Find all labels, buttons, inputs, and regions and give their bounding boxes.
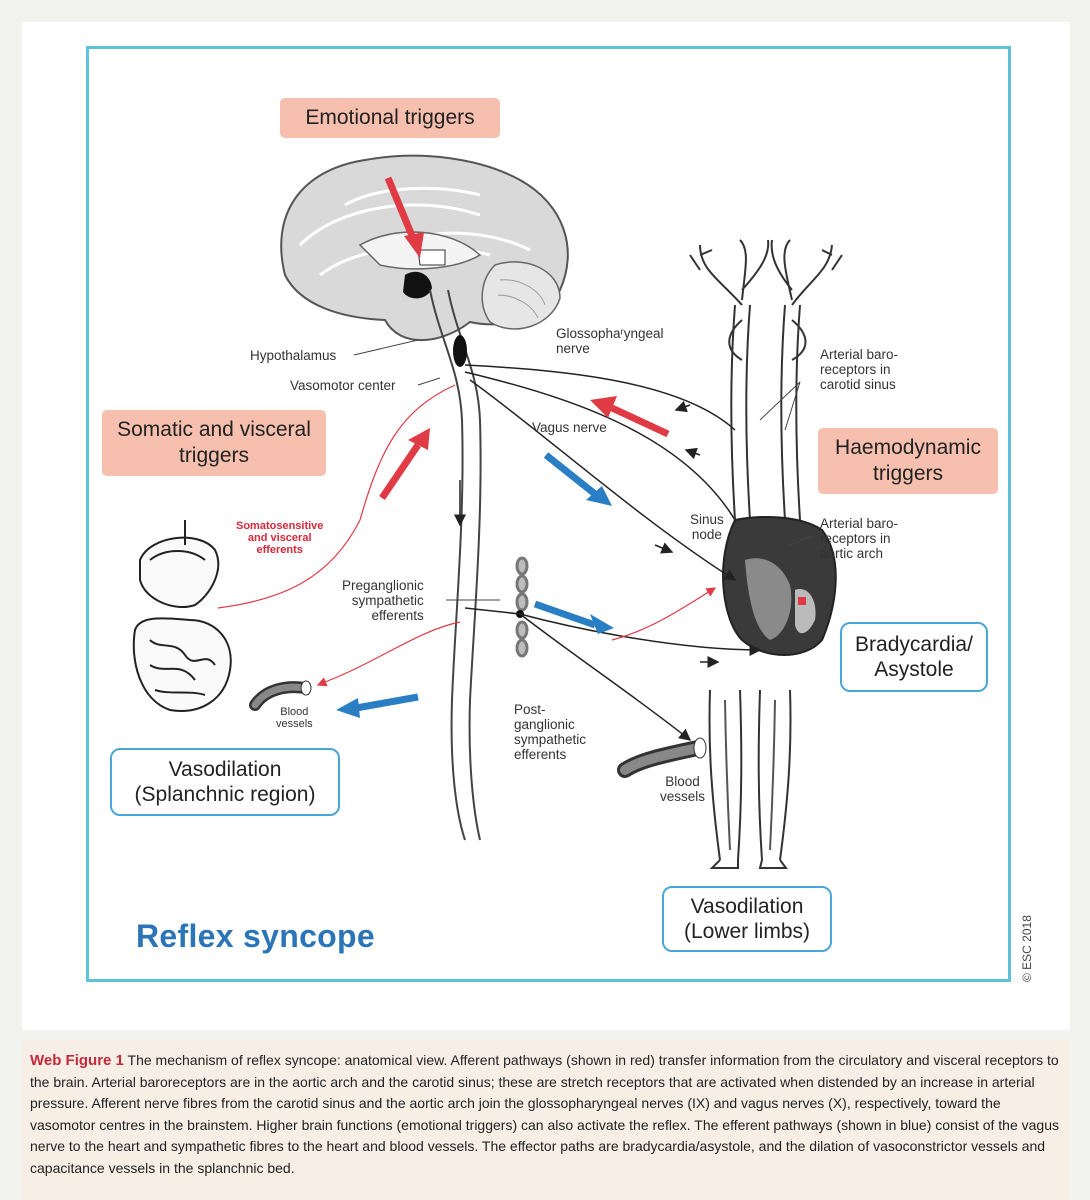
vagus-efferent-arrow: [546, 455, 612, 506]
vagus-nerve-label: Vagus nerve: [532, 420, 607, 435]
emotional-triggers-label: Emotional triggers: [305, 105, 474, 131]
figure-caption: Web Figure 1 The mechanism of reflex syn…: [30, 1050, 1060, 1179]
vasodilation-splanchnic-label: Vasodilation (Splanchnic region): [135, 757, 316, 807]
haemodynamic-triggers-box: Haemodynamic triggers: [818, 428, 998, 494]
emotional-triggers-box: Emotional triggers: [280, 98, 500, 138]
blood-vessel-left: [255, 681, 311, 705]
sympathetic-chain: [516, 558, 527, 656]
blood-vessel-right: [625, 738, 706, 770]
somatic-triggers-box: Somatic and visceral triggers: [102, 410, 326, 476]
somatic-afferent-arrow: [382, 428, 430, 498]
blood-vessels-left-label: Blood vessels: [276, 706, 313, 730]
vasodilation-lower-label: Vasodilation (Lower limbs): [684, 894, 810, 944]
hypothalamus-label: Hypothalamus: [250, 348, 336, 363]
bradycardia-label: Bradycardia/ Asystole: [855, 632, 973, 682]
legs-illustration: [709, 690, 790, 868]
arterial-carotid-label: Arterial baro- receptors in carotid sinu…: [820, 347, 898, 392]
glossopharyngeal-label: Glossophaʳyngeal nerve: [556, 326, 664, 356]
sympathetic-heart-efferent-arrow: [535, 604, 614, 634]
heart-illustration: [723, 517, 836, 655]
bradycardia-box: Bradycardia/ Asystole: [840, 622, 988, 692]
sinus-node-label: Sinus node: [690, 512, 724, 542]
digestive-organs-illustration: [134, 520, 231, 711]
spinal-cord: [430, 290, 481, 840]
anatomy-illustration: [0, 0, 1090, 1040]
postganglionic-label: Post- ganglionic sympathetic efferents: [514, 702, 586, 762]
vasodilation-splanchnic-box: Vasodilation (Splanchnic region): [110, 748, 340, 816]
somatic-triggers-label: Somatic and visceral triggers: [117, 417, 311, 469]
brain-illustration: [281, 156, 568, 340]
arterial-aortic-label: Arterial baro- receptors in aortic arch: [820, 516, 898, 561]
vasodilation-lower-box: Vasodilation (Lower limbs): [662, 886, 832, 952]
caption-head: Web Figure 1: [30, 1052, 124, 1069]
preganglionic-label: Preganglionic sympathetic efferents: [342, 578, 424, 623]
copyright-text: © ESC 2018: [1020, 915, 1034, 982]
haemodynamic-triggers-label: Haemodynamic triggers: [835, 435, 981, 487]
nerve-pathways: [460, 365, 760, 740]
vasomotor-center-label: Vasomotor center: [290, 378, 396, 393]
somatosensitive-label: Somatosensitive and visceral efferents: [236, 520, 323, 556]
figure-title: Reflex syncope: [136, 918, 375, 955]
caption-text: The mechanism of reflex syncope: anatomi…: [30, 1052, 1059, 1176]
blood-vessels-right-label: Blood vessels: [660, 774, 705, 804]
splanchnic-efferent-arrow: [336, 697, 418, 718]
